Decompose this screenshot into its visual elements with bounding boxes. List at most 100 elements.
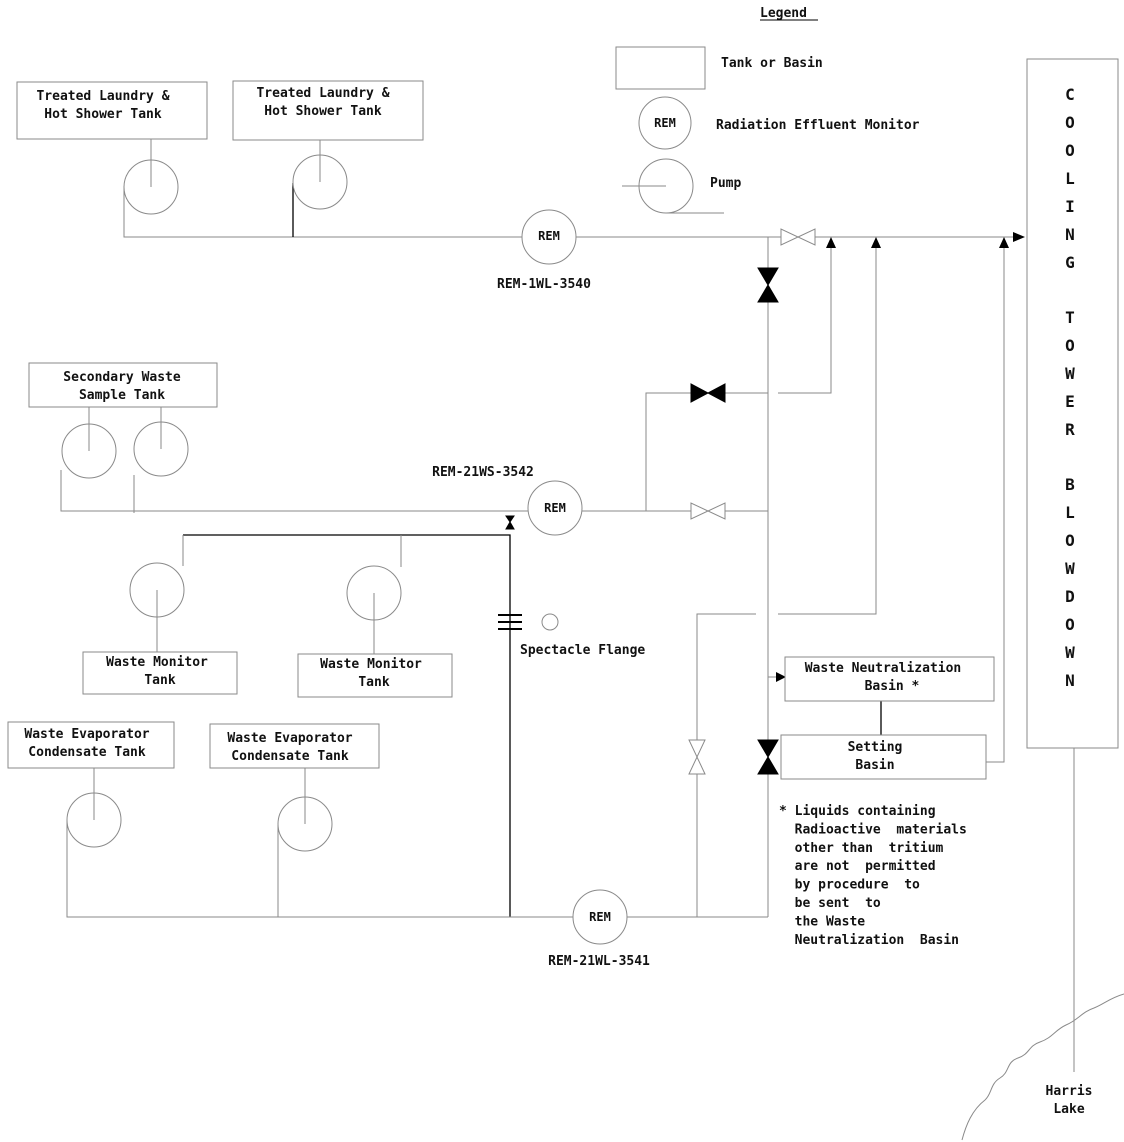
footnote: * Liquids containing Radioactive materia… bbox=[779, 804, 967, 948]
tower-letter: L bbox=[1065, 169, 1075, 188]
svg-text:Waste Neutralization: Waste Neutralization bbox=[805, 661, 962, 676]
gate-valve-open bbox=[690, 502, 710, 520]
svg-text:Treated Laundry &: Treated Laundry & bbox=[256, 86, 389, 101]
waste-evaporator-condensate-tank-1: Waste Evaporator Condensate Tank bbox=[7, 721, 175, 769]
setting-basin: Setting Basin bbox=[780, 734, 987, 780]
svg-text:Treated Laundry &: Treated Laundry & bbox=[36, 89, 169, 104]
rem-21wl-3541: REM REM-21WL-3541 bbox=[548, 889, 650, 969]
footnote-line: Neutralization Basin bbox=[779, 933, 959, 948]
harris-lake: Harris Lake bbox=[961, 993, 1124, 1141]
svg-text:Basin: Basin bbox=[855, 758, 894, 773]
tower-letter: T bbox=[1065, 308, 1075, 327]
waste-monitor-tank-2: Waste Monitor Tank bbox=[297, 653, 453, 698]
tower-letter: O bbox=[1065, 336, 1075, 355]
arrow-up bbox=[999, 237, 1009, 248]
legend-rem-symbol-text: REM bbox=[654, 116, 676, 130]
svg-text:REM: REM bbox=[589, 910, 611, 924]
svg-text:Waste Monitor: Waste Monitor bbox=[106, 655, 208, 670]
valves bbox=[505, 228, 816, 775]
tower-letter: G bbox=[1065, 253, 1075, 272]
pump bbox=[346, 565, 402, 621]
rem-21wl-3541-label: REM-21WL-3541 bbox=[548, 954, 650, 969]
tower-letter: W bbox=[1065, 559, 1075, 578]
legend-pump-label: Pump bbox=[710, 176, 741, 191]
tower-letter: C bbox=[1065, 85, 1075, 104]
gate-valve-open bbox=[688, 739, 706, 759]
footnote-line: be sent to bbox=[779, 896, 881, 911]
footnote-line: by procedure to bbox=[779, 878, 920, 893]
pump bbox=[61, 407, 117, 479]
tower-letter: W bbox=[1065, 643, 1075, 662]
arrow-up bbox=[871, 237, 881, 248]
footnote-line: other than tritium bbox=[779, 841, 944, 856]
tower-letter: W bbox=[1065, 364, 1075, 383]
tower-letter: L bbox=[1065, 503, 1075, 522]
svg-text:Secondary Waste: Secondary Waste bbox=[63, 370, 181, 385]
secondary-waste-sample-tank: Secondary Waste Sample Tank bbox=[28, 362, 218, 408]
svg-text:Hot Shower Tank: Hot Shower Tank bbox=[44, 107, 162, 122]
legend-tank-symbol bbox=[615, 46, 706, 90]
pump bbox=[123, 139, 179, 215]
svg-text:Waste Evaporator: Waste Evaporator bbox=[227, 731, 352, 746]
pump bbox=[66, 768, 122, 848]
legend-title: Legend bbox=[760, 6, 807, 21]
svg-text:Hot Shower Tank: Hot Shower Tank bbox=[264, 104, 382, 119]
rem-21ws-3542: REM REM-21WS-3542 bbox=[432, 465, 583, 536]
svg-text:Tank: Tank bbox=[144, 673, 175, 688]
tower-letter: N bbox=[1065, 671, 1075, 690]
svg-text:Setting: Setting bbox=[848, 740, 903, 755]
rem-21ws-3542-label: REM-21WS-3542 bbox=[432, 465, 534, 480]
legend-pump-symbol bbox=[622, 158, 724, 214]
svg-text:REM: REM bbox=[544, 501, 566, 515]
pump bbox=[292, 140, 348, 210]
tower-letter: B bbox=[1065, 475, 1075, 494]
spectacle-flange-label: Spectacle Flange bbox=[520, 643, 645, 658]
gate-valve-open bbox=[780, 228, 800, 246]
treated-laundry-tank-2: Treated Laundry & Hot Shower Tank bbox=[232, 80, 424, 141]
svg-text:Basin *: Basin * bbox=[865, 679, 920, 694]
arrow-up bbox=[826, 237, 836, 248]
svg-text:Lake: Lake bbox=[1053, 1102, 1084, 1117]
tower-letter: O bbox=[1065, 615, 1075, 634]
gate-valve-closed bbox=[757, 739, 779, 758]
gate-valve-closed bbox=[757, 267, 779, 286]
waste-monitor-tank-1: Waste Monitor Tank bbox=[82, 651, 238, 695]
flow-arrows bbox=[776, 232, 1025, 682]
waste-evaporator-condensate-tank-2: Waste Evaporator Condensate Tank bbox=[209, 723, 380, 769]
tower-letter: D bbox=[1065, 587, 1075, 606]
spectacle-flange: Spectacle Flange bbox=[498, 613, 645, 658]
pump bbox=[133, 407, 189, 477]
legend: Legend Tank or Basin REM Radiation Efflu… bbox=[615, 6, 920, 214]
footnote-line: are not permitted bbox=[779, 859, 936, 874]
footnote-line: Radioactive materials bbox=[779, 822, 967, 837]
arrow-right bbox=[1013, 232, 1025, 242]
svg-text:Tank: Tank bbox=[358, 675, 389, 690]
legend-rem-symbol bbox=[638, 96, 692, 150]
arrow-right bbox=[776, 672, 786, 682]
rem-1wl-3540: REM REM-1WL-3540 bbox=[497, 209, 591, 292]
footnote-line: the Waste bbox=[779, 914, 865, 929]
svg-text:Condensate Tank: Condensate Tank bbox=[28, 745, 146, 760]
tower-letter: R bbox=[1065, 420, 1075, 439]
legend-rem-label: Radiation Effluent Monitor bbox=[716, 118, 920, 133]
piping bbox=[60, 183, 1075, 1072]
tower-letter: O bbox=[1065, 113, 1075, 132]
svg-text:Harris: Harris bbox=[1046, 1084, 1093, 1099]
rem-1wl-3540-label: REM-1WL-3540 bbox=[497, 277, 591, 292]
svg-text:Waste Monitor: Waste Monitor bbox=[320, 657, 422, 672]
waste-neutralization-basin: Waste Neutralization Basin * bbox=[784, 656, 995, 702]
svg-text:Sample Tank: Sample Tank bbox=[79, 388, 165, 403]
tower-letter: I bbox=[1065, 197, 1075, 216]
treated-laundry-tank-1: Treated Laundry & Hot Shower Tank bbox=[16, 81, 208, 140]
svg-text:Waste Evaporator: Waste Evaporator bbox=[24, 727, 149, 742]
svg-text:REM: REM bbox=[538, 229, 560, 243]
tower-letter: O bbox=[1065, 531, 1075, 550]
svg-text:Condensate Tank: Condensate Tank bbox=[231, 749, 349, 764]
pump bbox=[129, 562, 185, 618]
tower-letter: N bbox=[1065, 225, 1075, 244]
footnote-line: * Liquids containing bbox=[779, 804, 936, 819]
tower-letter: E bbox=[1065, 392, 1075, 411]
